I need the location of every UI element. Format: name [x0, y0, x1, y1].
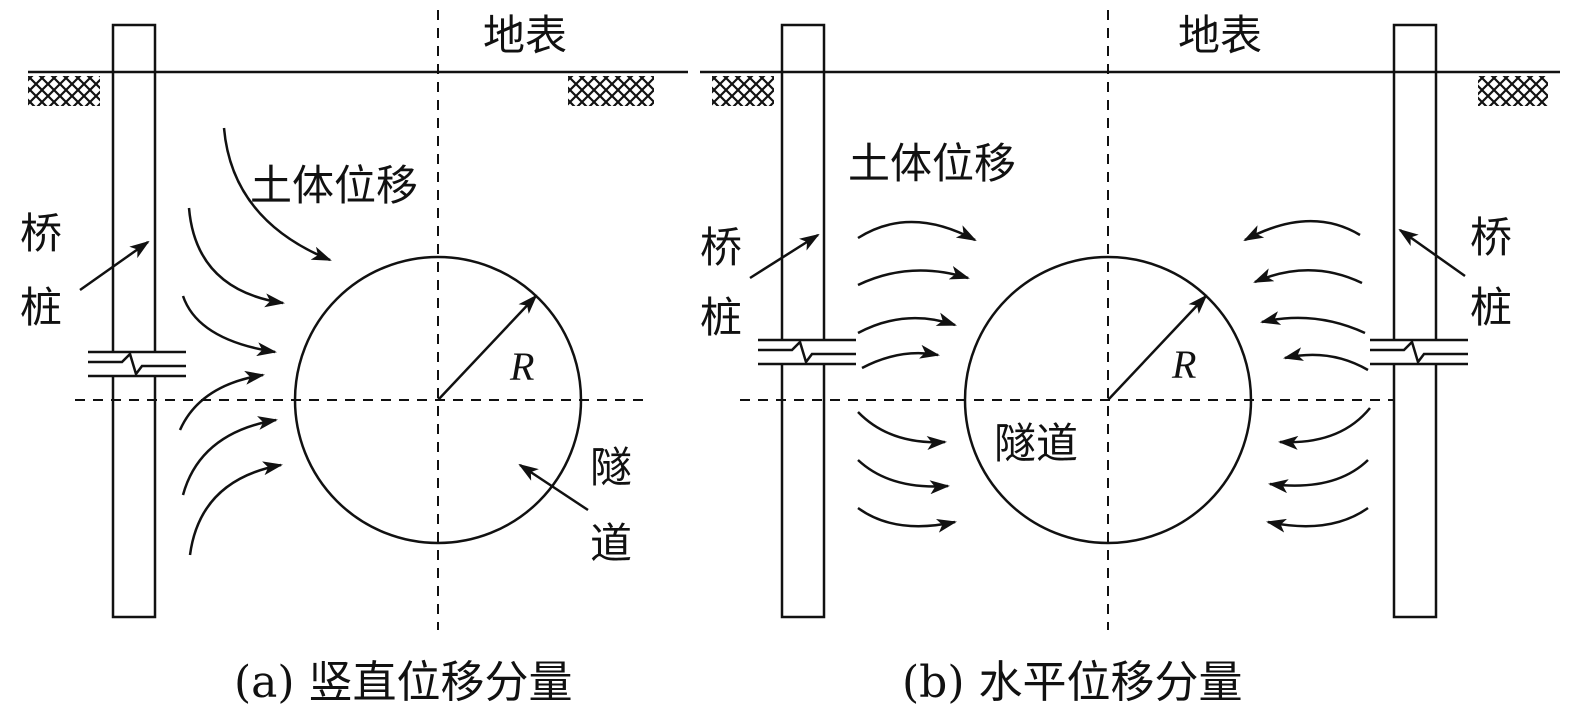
soil-hatch-right-b — [1478, 76, 1548, 106]
pile-right-label-b-2: 桩 — [1470, 283, 1512, 332]
tunnel-pointer-a — [518, 463, 589, 512]
caption-b: (b) 水平位移分量 — [902, 657, 1242, 708]
ground-label-a: 地表 — [483, 11, 567, 60]
tunnel-b — [963, 255, 1253, 545]
pile-pointer-right-b — [1398, 228, 1466, 278]
radius-label-b: R — [1171, 342, 1196, 387]
soil-displacement-label-b: 土体位移 — [848, 139, 1016, 188]
pile-break-a — [88, 350, 186, 378]
pile-left-label-b-1: 桥 — [700, 223, 742, 272]
radius-label-a: R — [509, 344, 534, 389]
soil-hatch-right-a — [568, 76, 654, 106]
panel-b: 地表 土体位移 桥 桩 桥 桩 R 隧道 (b) 水平位移分量 — [700, 10, 1560, 708]
tunnel-label-b: 隧道 — [994, 419, 1078, 468]
soil-arrows-a — [178, 127, 332, 556]
pile-right-label-b-1: 桥 — [1470, 213, 1512, 262]
radius-arrow-a — [437, 294, 538, 401]
pile-left-label-b-2: 桩 — [700, 293, 742, 342]
soil-hatch-left-b — [712, 76, 774, 106]
pile-a — [111, 23, 157, 619]
tunnel-a — [293, 255, 583, 545]
pile-label-a-1: 桥 — [20, 209, 62, 258]
soil-hatch-left-a — [28, 76, 100, 106]
panel-a: 地表 土体位移 桥 桩 R 隧 道 (a) 竖直位移分量 — [20, 10, 688, 708]
pile-right-b — [1392, 23, 1438, 619]
soil-displacement-label-a: 土体位移 — [250, 161, 418, 210]
pile-pointer-left-b — [749, 233, 820, 280]
pile-pointer-a — [79, 240, 150, 292]
radius-arrow-b — [1107, 294, 1208, 401]
soil-arrows-left-b — [857, 220, 977, 533]
pile-break-right-b — [1370, 338, 1468, 366]
pile-left-b — [780, 23, 826, 619]
tunnel-label-a-1: 隧 — [590, 443, 632, 492]
soil-arrows-right-b — [1243, 220, 1371, 533]
tunnel-label-a-2: 道 — [590, 519, 632, 568]
ground-label-b: 地表 — [1178, 11, 1262, 60]
pile-label-a-2: 桩 — [20, 283, 62, 332]
pile-break-left-b — [758, 338, 856, 366]
caption-a: (a) 竖直位移分量 — [234, 657, 573, 708]
